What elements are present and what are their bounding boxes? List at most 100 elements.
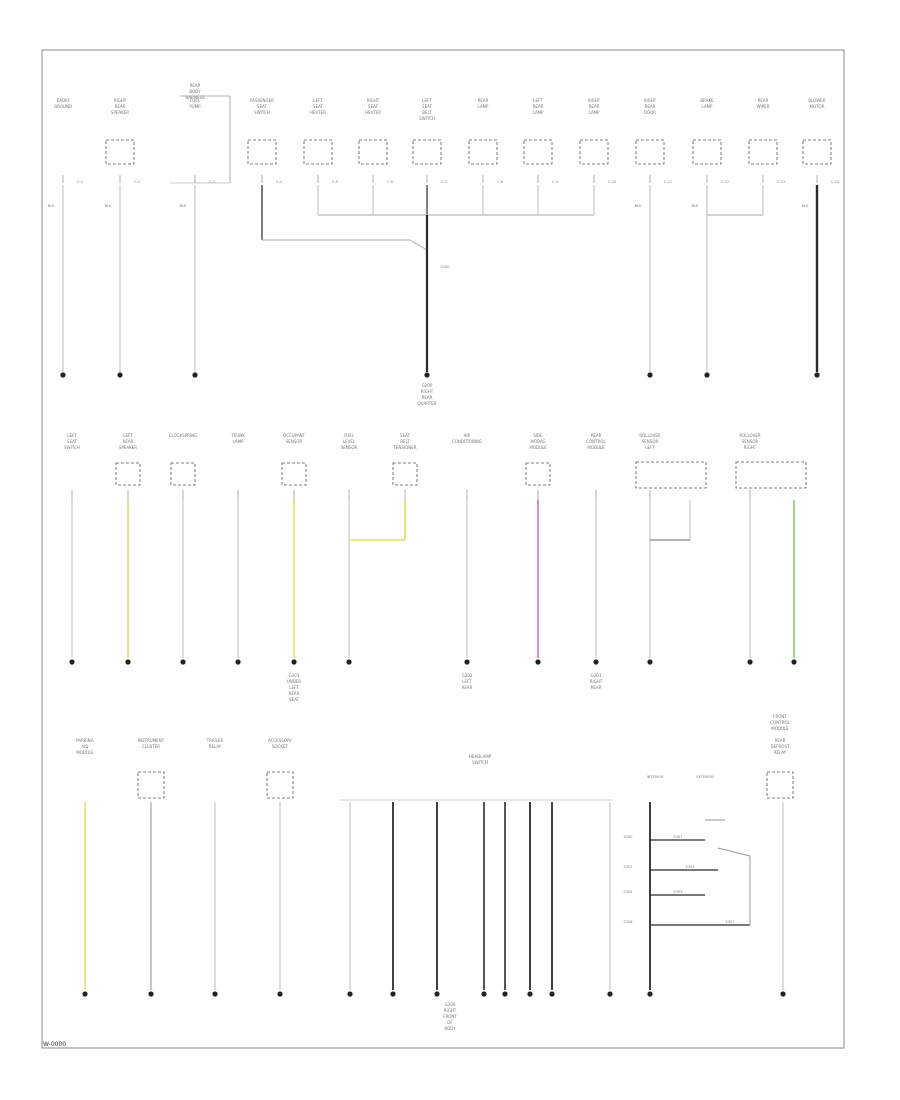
component-label: HEATER — [365, 110, 381, 115]
component-label: SENSOR — [642, 439, 659, 444]
component-label: REAR — [123, 439, 134, 444]
component-connector — [523, 139, 553, 165]
ground-label: LEFT — [289, 685, 299, 690]
wire-color-label: BLK — [105, 204, 112, 208]
component-label: SEAT — [257, 104, 267, 109]
pin-label: EXTERIOR — [696, 775, 714, 779]
component-label: RIGHT — [588, 98, 601, 103]
component-label: REAR — [533, 104, 544, 109]
wire-color-label: BLK — [635, 204, 642, 208]
pin-label: INTERIOR — [647, 775, 664, 779]
row1-header-label: HARNESS — [185, 95, 205, 100]
component-label: MOTOR — [810, 104, 825, 109]
component-label: MODULE — [587, 445, 605, 450]
splice-label: S304 — [624, 890, 634, 894]
ground-label: G203 — [591, 673, 602, 678]
component-label: SEAT — [400, 433, 410, 438]
ground-terminal — [791, 659, 797, 665]
component-label: RELAY — [209, 744, 222, 749]
component-label: OCCUPANT — [283, 433, 306, 438]
ground-terminal — [481, 991, 487, 997]
component-connector — [115, 462, 141, 486]
pin-label: C-9 — [552, 180, 558, 184]
ground-label: OF — [447, 1020, 453, 1025]
ground-terminal — [390, 991, 396, 997]
pin-label: C-13 — [777, 180, 785, 184]
pin-label: C-12 — [721, 180, 729, 184]
component-label: SEAT — [422, 104, 432, 109]
component-label: REAR — [645, 104, 656, 109]
pin-label: C-14 — [831, 180, 840, 184]
component-label: REAR — [758, 98, 769, 103]
component-connector — [358, 139, 388, 165]
component-label: RELAY — [774, 750, 787, 755]
component-label: REAR — [115, 104, 126, 109]
component-label: REAR — [589, 104, 600, 109]
pin-label: C-5 — [332, 180, 338, 184]
component-label: SWITCH — [64, 445, 80, 450]
ground-terminal — [464, 659, 470, 665]
component-connector — [247, 139, 277, 165]
component-label: PASSENGER — [250, 98, 274, 103]
ground-terminal — [180, 659, 186, 665]
ground-label: SEAT — [289, 697, 299, 702]
component-label: FUEL — [190, 98, 201, 103]
component-label: LEFT — [533, 98, 543, 103]
pin-label: C-7 — [441, 180, 447, 184]
component-label: LAMP — [478, 104, 490, 109]
pin-label: C-4 — [276, 180, 283, 184]
component-label: HEATER — [310, 110, 326, 115]
component-label: SENSOR — [286, 439, 303, 444]
component-label: MODULE — [76, 750, 94, 755]
pin-label: C-1 — [77, 180, 83, 184]
component-label: RIGHT — [367, 98, 380, 103]
splice-label: S301 — [674, 835, 683, 839]
component-label: SIDE — [533, 433, 543, 438]
splice-label: S303 — [686, 865, 695, 869]
ground-terminal — [424, 372, 430, 378]
pin-label: C-2 — [134, 180, 140, 184]
ground-terminal — [549, 991, 555, 997]
component-connector — [105, 139, 135, 165]
ground-terminal — [60, 372, 66, 378]
ground-label: G202 — [462, 673, 473, 678]
ground-terminal — [535, 659, 541, 665]
component-connector — [392, 462, 418, 486]
diagram-border — [41, 49, 845, 1049]
ground-terminal — [747, 659, 753, 665]
component-label: SPEAKER — [119, 445, 137, 450]
component-label: LAMP — [589, 110, 601, 115]
ground-label: G201 — [289, 673, 300, 678]
component-label: MODULE — [529, 445, 547, 450]
ground-label: RIGHT — [444, 1008, 457, 1013]
ground-terminal — [69, 659, 75, 665]
component-connector — [748, 139, 778, 165]
ground-terminal — [212, 991, 218, 997]
ground-label: G200 — [422, 383, 433, 388]
component-label: LEFT — [123, 433, 133, 438]
splice-label: S305 — [674, 890, 683, 894]
component-label: ROLLOVER — [639, 433, 661, 438]
component-label: CONDITIONING — [452, 439, 482, 444]
component-label: RIGHT — [744, 445, 757, 450]
component-label: SEAT — [313, 104, 323, 109]
component-label: SOCKET — [272, 744, 289, 749]
ground-terminal — [235, 659, 241, 665]
component-label: ROLLOVER — [739, 433, 761, 438]
component-label: BELT — [422, 110, 432, 115]
component-label: AIRBAG — [530, 439, 545, 444]
wire-color-label: BLK — [48, 204, 55, 208]
component-label: CLOCKSPRING — [169, 433, 197, 438]
ground-label: REAR — [289, 691, 300, 696]
ground-terminal — [502, 991, 508, 997]
component-label: DEFROST — [771, 744, 790, 749]
ground-terminal — [704, 372, 710, 378]
ground-terminal — [647, 372, 653, 378]
pin-label: C-10 — [608, 180, 616, 184]
row3-header-label: HEADLAMP — [469, 754, 492, 759]
ground-terminal — [647, 991, 653, 997]
component-connector — [692, 139, 722, 165]
ground-terminal — [593, 659, 599, 665]
ground-terminal — [82, 991, 88, 997]
